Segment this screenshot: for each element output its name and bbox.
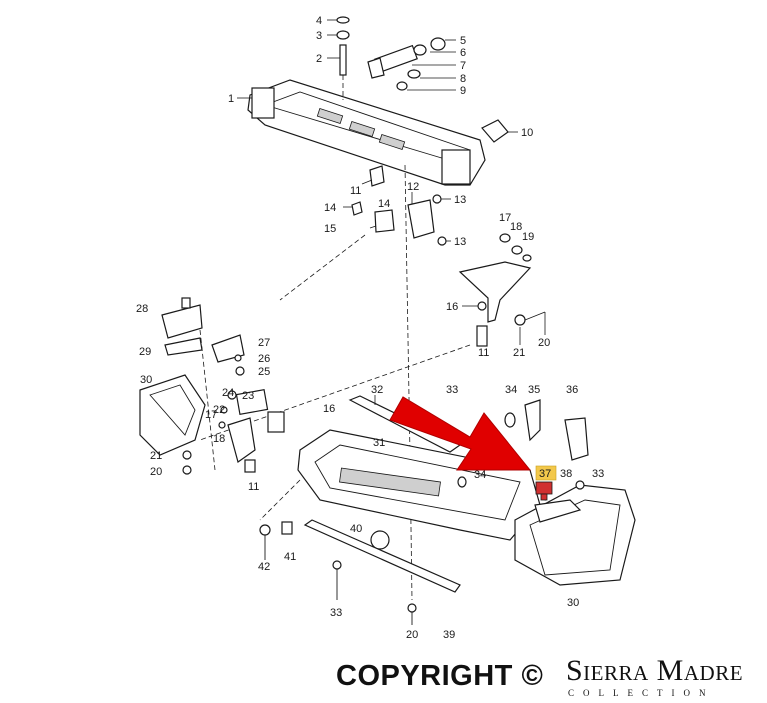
brand-logo-name: Sierra Madre [566, 654, 744, 687]
callout-19: 19 [522, 231, 534, 243]
callout-38: 38 [560, 468, 572, 480]
rubber-buffer [481, 119, 518, 143]
callout-17-b: 17 [205, 409, 217, 421]
callout-25: 25 [258, 366, 270, 378]
callout-20-c: 20 [406, 629, 418, 641]
brand-logo-subtitle: COLLECTION [568, 688, 715, 698]
right-end-brackets [457, 399, 589, 490]
callout-16-a: 16 [446, 301, 458, 313]
highlight-box-37 [535, 465, 557, 481]
callout-39: 39 [443, 629, 455, 641]
callout-33-top: 33 [446, 384, 458, 396]
callout-34-mid: 34 [474, 469, 486, 481]
callout-11-left: 11 [248, 481, 259, 493]
footer: COPYRIGHT © Sierra Madre COLLECTION [0, 652, 767, 700]
copyright-notice: COPYRIGHT © [336, 660, 544, 692]
callout-5: 5 [460, 35, 466, 47]
callout-2: 2 [316, 53, 322, 65]
callout-21-a: 21 [513, 347, 525, 359]
callout-32: 32 [371, 384, 383, 396]
bumper-support-bar [237, 79, 486, 186]
callout-11-right: 11 [478, 347, 489, 359]
callout-37: 37 [539, 468, 551, 480]
callout-30-left: 30 [140, 374, 152, 386]
callout-42: 42 [258, 561, 270, 573]
callout-13-b: 13 [454, 236, 466, 248]
left-side-hardware [161, 297, 285, 473]
callout-21-b: 21 [150, 450, 162, 462]
callout-30-right: 30 [567, 597, 579, 609]
callout-8: 8 [460, 73, 466, 85]
callout-36: 36 [566, 384, 578, 396]
callout-24: 24 [222, 387, 234, 399]
callout-7: 7 [460, 60, 466, 72]
highlighted-clip-part [535, 481, 553, 501]
callout-6: 6 [460, 47, 466, 59]
right-bumper-end-cap [514, 484, 636, 586]
callout-13-a: 13 [454, 194, 466, 206]
brand-logo: Sierra Madre COLLECTION [566, 654, 762, 700]
callout-27: 27 [258, 337, 270, 349]
callout-41: 41 [284, 551, 296, 563]
callout-14-b: 14 [378, 198, 390, 210]
lower-rubber-strip [303, 519, 461, 593]
top-bolt-stack [327, 16, 350, 76]
callout-33-bottom: 33 [330, 607, 342, 619]
callout-1: 1 [228, 93, 234, 105]
mid-brackets [343, 165, 451, 246]
tow-eye-assembly [367, 37, 456, 91]
callout-22: 22 [213, 404, 225, 416]
right-mount-bracket [458, 233, 546, 347]
callout-33-right: 33 [592, 468, 604, 480]
callout-26: 26 [258, 353, 270, 365]
callout-14-a: 14 [324, 202, 336, 214]
callout-20-b: 20 [150, 466, 162, 478]
red-pointer-arrow [389, 396, 532, 471]
callout-18-b: 18 [213, 433, 225, 445]
callout-20-a: 20 [538, 337, 550, 349]
callout-28: 28 [136, 303, 148, 315]
main-bumper-cover [297, 429, 541, 550]
callout-15: 15 [324, 223, 336, 235]
callout-9: 9 [460, 85, 466, 97]
callout-35: 35 [528, 384, 540, 396]
callout-12: 12 [407, 181, 419, 193]
callout-10: 10 [521, 127, 533, 139]
callout-40: 40 [350, 523, 362, 535]
callout-31: 31 [373, 437, 385, 449]
callout-23: 23 [242, 390, 254, 402]
callout-11-top: 11 [350, 185, 361, 197]
left-bumper-end-cap [139, 374, 206, 475]
bottom-fasteners [259, 521, 417, 625]
callout-labels: 1 2 3 4 5 6 7 8 9 10 11 11 11 12 13 13 1… [136, 15, 604, 641]
callout-29: 29 [139, 346, 151, 358]
callout-4: 4 [316, 15, 322, 27]
callout-17-a: 17 [499, 212, 511, 224]
callout-16-b: 16 [323, 403, 335, 415]
callout-3: 3 [316, 30, 322, 42]
callout-18-a: 18 [510, 221, 522, 233]
callout-34-top: 34 [505, 384, 517, 396]
